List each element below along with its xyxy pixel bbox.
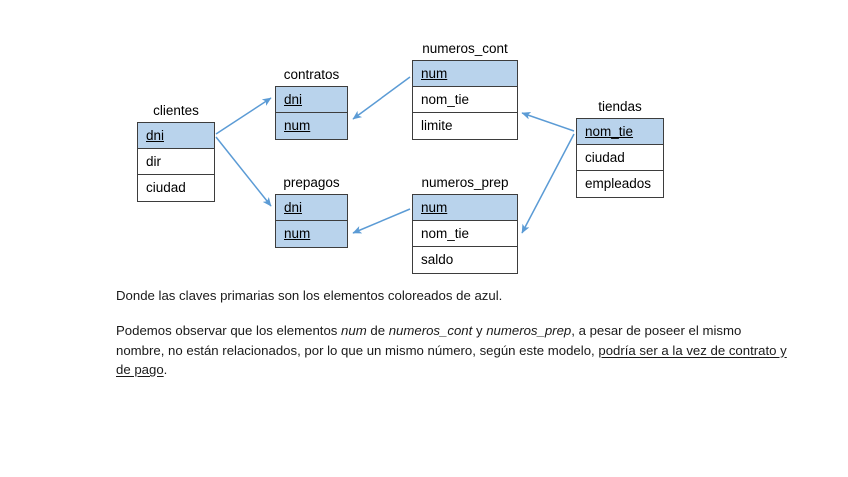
attribute-prepagos-dni[interactable]: dni — [276, 195, 347, 221]
entity-title-numeros-cont: numeros_cont — [422, 41, 508, 56]
attribute-label: empleados — [585, 176, 652, 191]
entity-box-prepagos: dni num — [275, 194, 348, 248]
entity-title-prepagos: prepagos — [283, 175, 340, 190]
caption-emphasis-num: num — [341, 323, 367, 338]
attribute-label: limite — [421, 118, 453, 133]
attribute-tiendas-nom-tie[interactable]: nom_tie — [577, 119, 663, 145]
caption-underlined-clause: podría ser a la vez de contrato y de pag… — [116, 342, 787, 378]
attribute-label: dni — [284, 91, 303, 107]
caption-text-part2: de — [366, 323, 389, 338]
attribute-tiendas-ciudad[interactable]: ciudad — [577, 145, 663, 171]
entity-title-numeros-prep: numeros_prep — [421, 175, 509, 190]
caption-text-part3: y — [472, 323, 487, 338]
attribute-label: dir — [146, 153, 162, 169]
attribute-clientes-dni[interactable]: dni — [138, 123, 214, 149]
attribute-numeros-cont-limite[interactable]: limite — [413, 113, 517, 139]
entity-numeros-cont[interactable]: numeros_cont num nom_tie limite — [412, 41, 518, 140]
attribute-clientes-ciudad[interactable]: ciudad — [138, 175, 214, 201]
arrow-tiendas-nomtie-to-numeros-cont-nomtie — [521, 112, 575, 132]
entity-box-contratos: dni num — [275, 86, 348, 140]
entity-prepagos[interactable]: prepagos dni num — [275, 175, 348, 248]
caption-text-part1: Podemos observar que los elementos — [116, 323, 342, 338]
entity-box-numeros-cont: num nom_tie limite — [412, 60, 518, 140]
caption-emphasis-numeros-prep: numeros_prep — [486, 323, 572, 338]
attribute-numeros-cont-nom-tie[interactable]: nom_tie — [413, 87, 517, 113]
entity-box-clientes: dni dir ciudad — [137, 122, 215, 202]
entity-title-clientes: clientes — [153, 103, 199, 118]
attribute-label: nom_tie — [585, 123, 634, 139]
caption-text-part4: , a pesar de poseer el mismo nombre, no … — [116, 323, 742, 358]
attribute-label: num — [421, 199, 448, 215]
attribute-contratos-num[interactable]: num — [276, 113, 347, 139]
attribute-numeros-prep-num[interactable]: num — [413, 195, 517, 221]
attribute-numeros-prep-saldo[interactable]: saldo — [413, 247, 517, 273]
attribute-label: saldo — [421, 252, 454, 267]
arrow-clientes-dni-to-prepagos-dni — [215, 136, 272, 207]
attribute-clientes-dir[interactable]: dir — [138, 149, 214, 175]
entity-tiendas[interactable]: tiendas nom_tie ciudad empleados — [576, 99, 664, 198]
attribute-numeros-cont-num[interactable]: num — [413, 61, 517, 87]
attribute-label: num — [284, 226, 311, 241]
attribute-label: dni — [284, 199, 303, 215]
arrow-tiendas-nomtie-to-numeros-prep-nomtie — [521, 133, 575, 234]
attribute-tiendas-empleados[interactable]: empleados — [577, 171, 663, 197]
attribute-contratos-dni[interactable]: dni — [276, 87, 347, 113]
entity-clientes[interactable]: clientes dni dir ciudad — [137, 103, 215, 202]
attribute-label: dni — [146, 127, 165, 143]
arrow-clientes-dni-to-contratos-dni — [215, 97, 272, 135]
arrow-numeros-cont-num-to-contratos-num — [352, 76, 411, 120]
attribute-numeros-prep-nom-tie[interactable]: nom_tie — [413, 221, 517, 247]
attribute-label: nom_tie — [421, 91, 470, 107]
attribute-label: num — [421, 65, 448, 81]
caption-text-part5: . — [163, 362, 168, 377]
caption-primary-keys: Donde las claves primarias son los eleme… — [116, 288, 503, 303]
attribute-prepagos-num[interactable]: num — [276, 221, 347, 247]
entity-box-numeros-prep: num nom_tie saldo — [412, 194, 518, 274]
arrow-numeros-prep-num-to-prepagos-num — [352, 208, 411, 234]
attribute-label: ciudad — [146, 180, 186, 195]
caption-emphasis-numeros-cont: numeros_cont — [388, 323, 473, 338]
caption-explanation: Podemos observar que los elementos num d… — [116, 321, 792, 380]
entity-title-contratos: contratos — [283, 67, 340, 82]
entity-contratos[interactable]: contratos dni num — [275, 67, 348, 140]
entity-numeros-prep[interactable]: numeros_prep num nom_tie saldo — [412, 175, 518, 274]
attribute-label: num — [284, 118, 311, 133]
entity-box-tiendas: nom_tie ciudad empleados — [576, 118, 664, 198]
entity-title-tiendas: tiendas — [598, 99, 642, 114]
attribute-label: nom_tie — [421, 225, 470, 241]
attribute-label: ciudad — [585, 149, 625, 165]
